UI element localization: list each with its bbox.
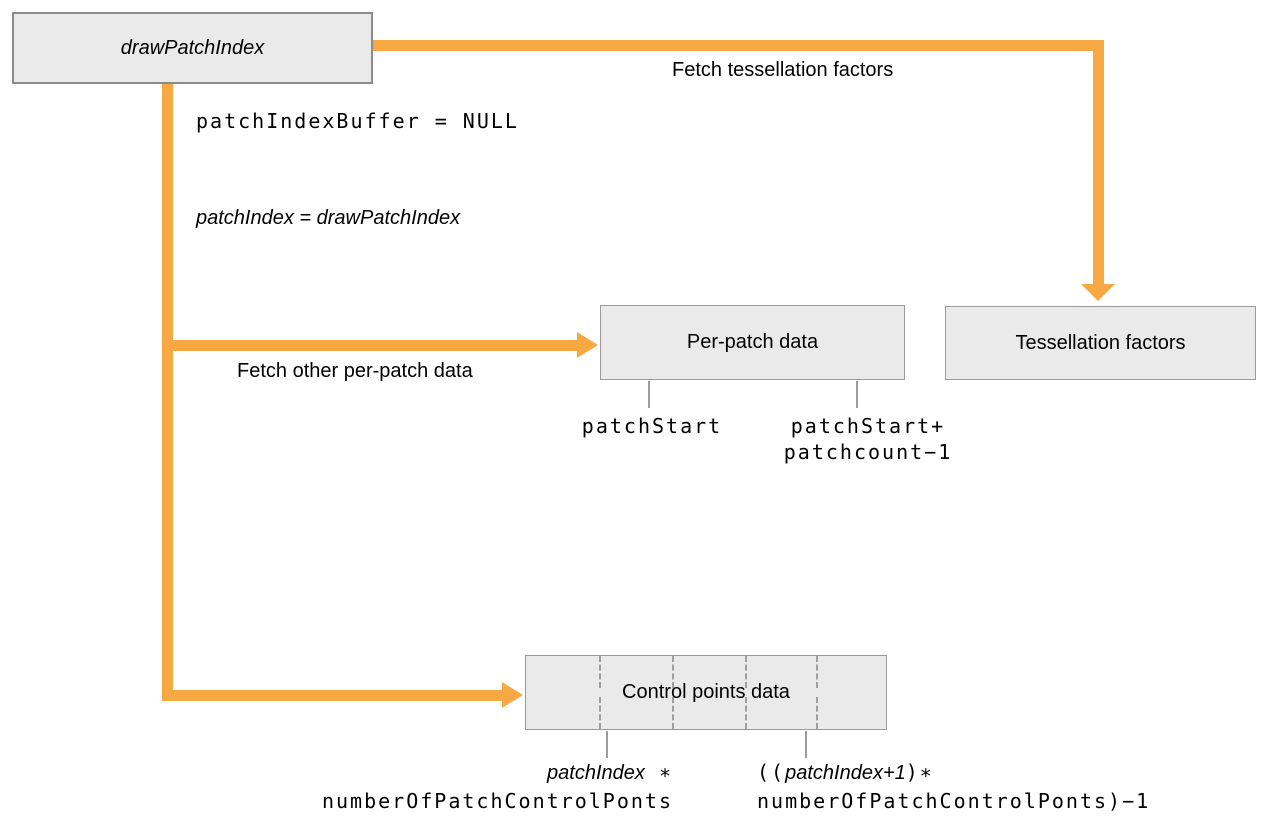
tick-patch-start xyxy=(648,381,650,408)
node-per-patch-data-label: Per-patch data xyxy=(686,331,819,353)
label-control-points-end: ((patchIndex+1)∗numberOfPatchControlPont… xyxy=(757,759,1150,814)
edge-main-vertical xyxy=(162,84,173,701)
segment-divider xyxy=(599,697,601,729)
tick-control-points-end xyxy=(805,731,807,758)
annotation-patch-index-assignment: patchIndex = drawPatchIndex xyxy=(196,207,461,229)
segment-divider xyxy=(672,656,674,688)
label-patch-end-line1: patchStart+ xyxy=(790,414,946,438)
edge-fetch-per-patch-horizontal xyxy=(162,340,578,351)
label-control-points-start: patchIndex ∗numberOfPatchControlPonts xyxy=(322,759,673,814)
control-points-start-operator: ∗ xyxy=(644,760,673,784)
node-tessellation-factors: Tessellation factors xyxy=(945,306,1256,380)
control-points-end-suffix: )∗ xyxy=(905,760,934,784)
arrowhead-right-per-patch xyxy=(577,332,598,358)
node-control-points-data-label: Control points data xyxy=(622,681,790,703)
edge-label-fetch-tessellation-factors: Fetch tessellation factors xyxy=(672,59,894,81)
edge-label-fetch-other-per-patch-data: Fetch other per-patch data xyxy=(237,360,473,382)
label-control-points-end-line1: ((patchIndex+1)∗ xyxy=(757,759,1150,788)
label-control-points-start-line1: patchIndex ∗ xyxy=(322,759,673,788)
node-control-points-data: Control points data xyxy=(525,655,887,730)
tick-patch-end xyxy=(856,381,858,408)
node-tessellation-factors-label: Tessellation factors xyxy=(1015,331,1186,354)
segment-divider xyxy=(745,656,747,688)
edge-fetch-tessellation-vertical xyxy=(1093,40,1104,284)
arrowhead-down-tessellation xyxy=(1081,284,1115,301)
node-draw-patch-index-label: drawPatchIndex xyxy=(120,36,265,59)
label-control-points-end-line2: numberOfPatchControlPonts)−1 xyxy=(757,789,1151,813)
edge-fetch-tessellation-horizontal xyxy=(373,40,1104,51)
segment-divider xyxy=(745,697,747,729)
segment-divider xyxy=(599,656,601,688)
segment-divider xyxy=(816,697,818,729)
segment-divider xyxy=(672,697,674,729)
label-patch-end: patchStart+patchcount−1 xyxy=(784,413,953,465)
annotation-patch-index-buffer: patchIndexBuffer = NULL xyxy=(196,109,519,133)
node-per-patch-data: Per-patch data xyxy=(600,305,905,380)
control-points-start-variable: patchIndex xyxy=(547,762,645,784)
label-patch-end-line2: patchcount−1 xyxy=(783,440,953,464)
edge-control-points-horizontal xyxy=(162,690,503,701)
arrowhead-right-control-points xyxy=(502,682,523,708)
control-points-end-variable: patchIndex+1 xyxy=(785,762,906,784)
label-patch-start: patchStart xyxy=(581,414,723,438)
control-points-end-prefix: (( xyxy=(757,760,786,784)
tick-control-points-start xyxy=(606,731,608,758)
label-control-points-start-line2: numberOfPatchControlPonts xyxy=(321,789,673,813)
segment-divider xyxy=(816,656,818,688)
node-draw-patch-index: drawPatchIndex xyxy=(12,12,373,84)
